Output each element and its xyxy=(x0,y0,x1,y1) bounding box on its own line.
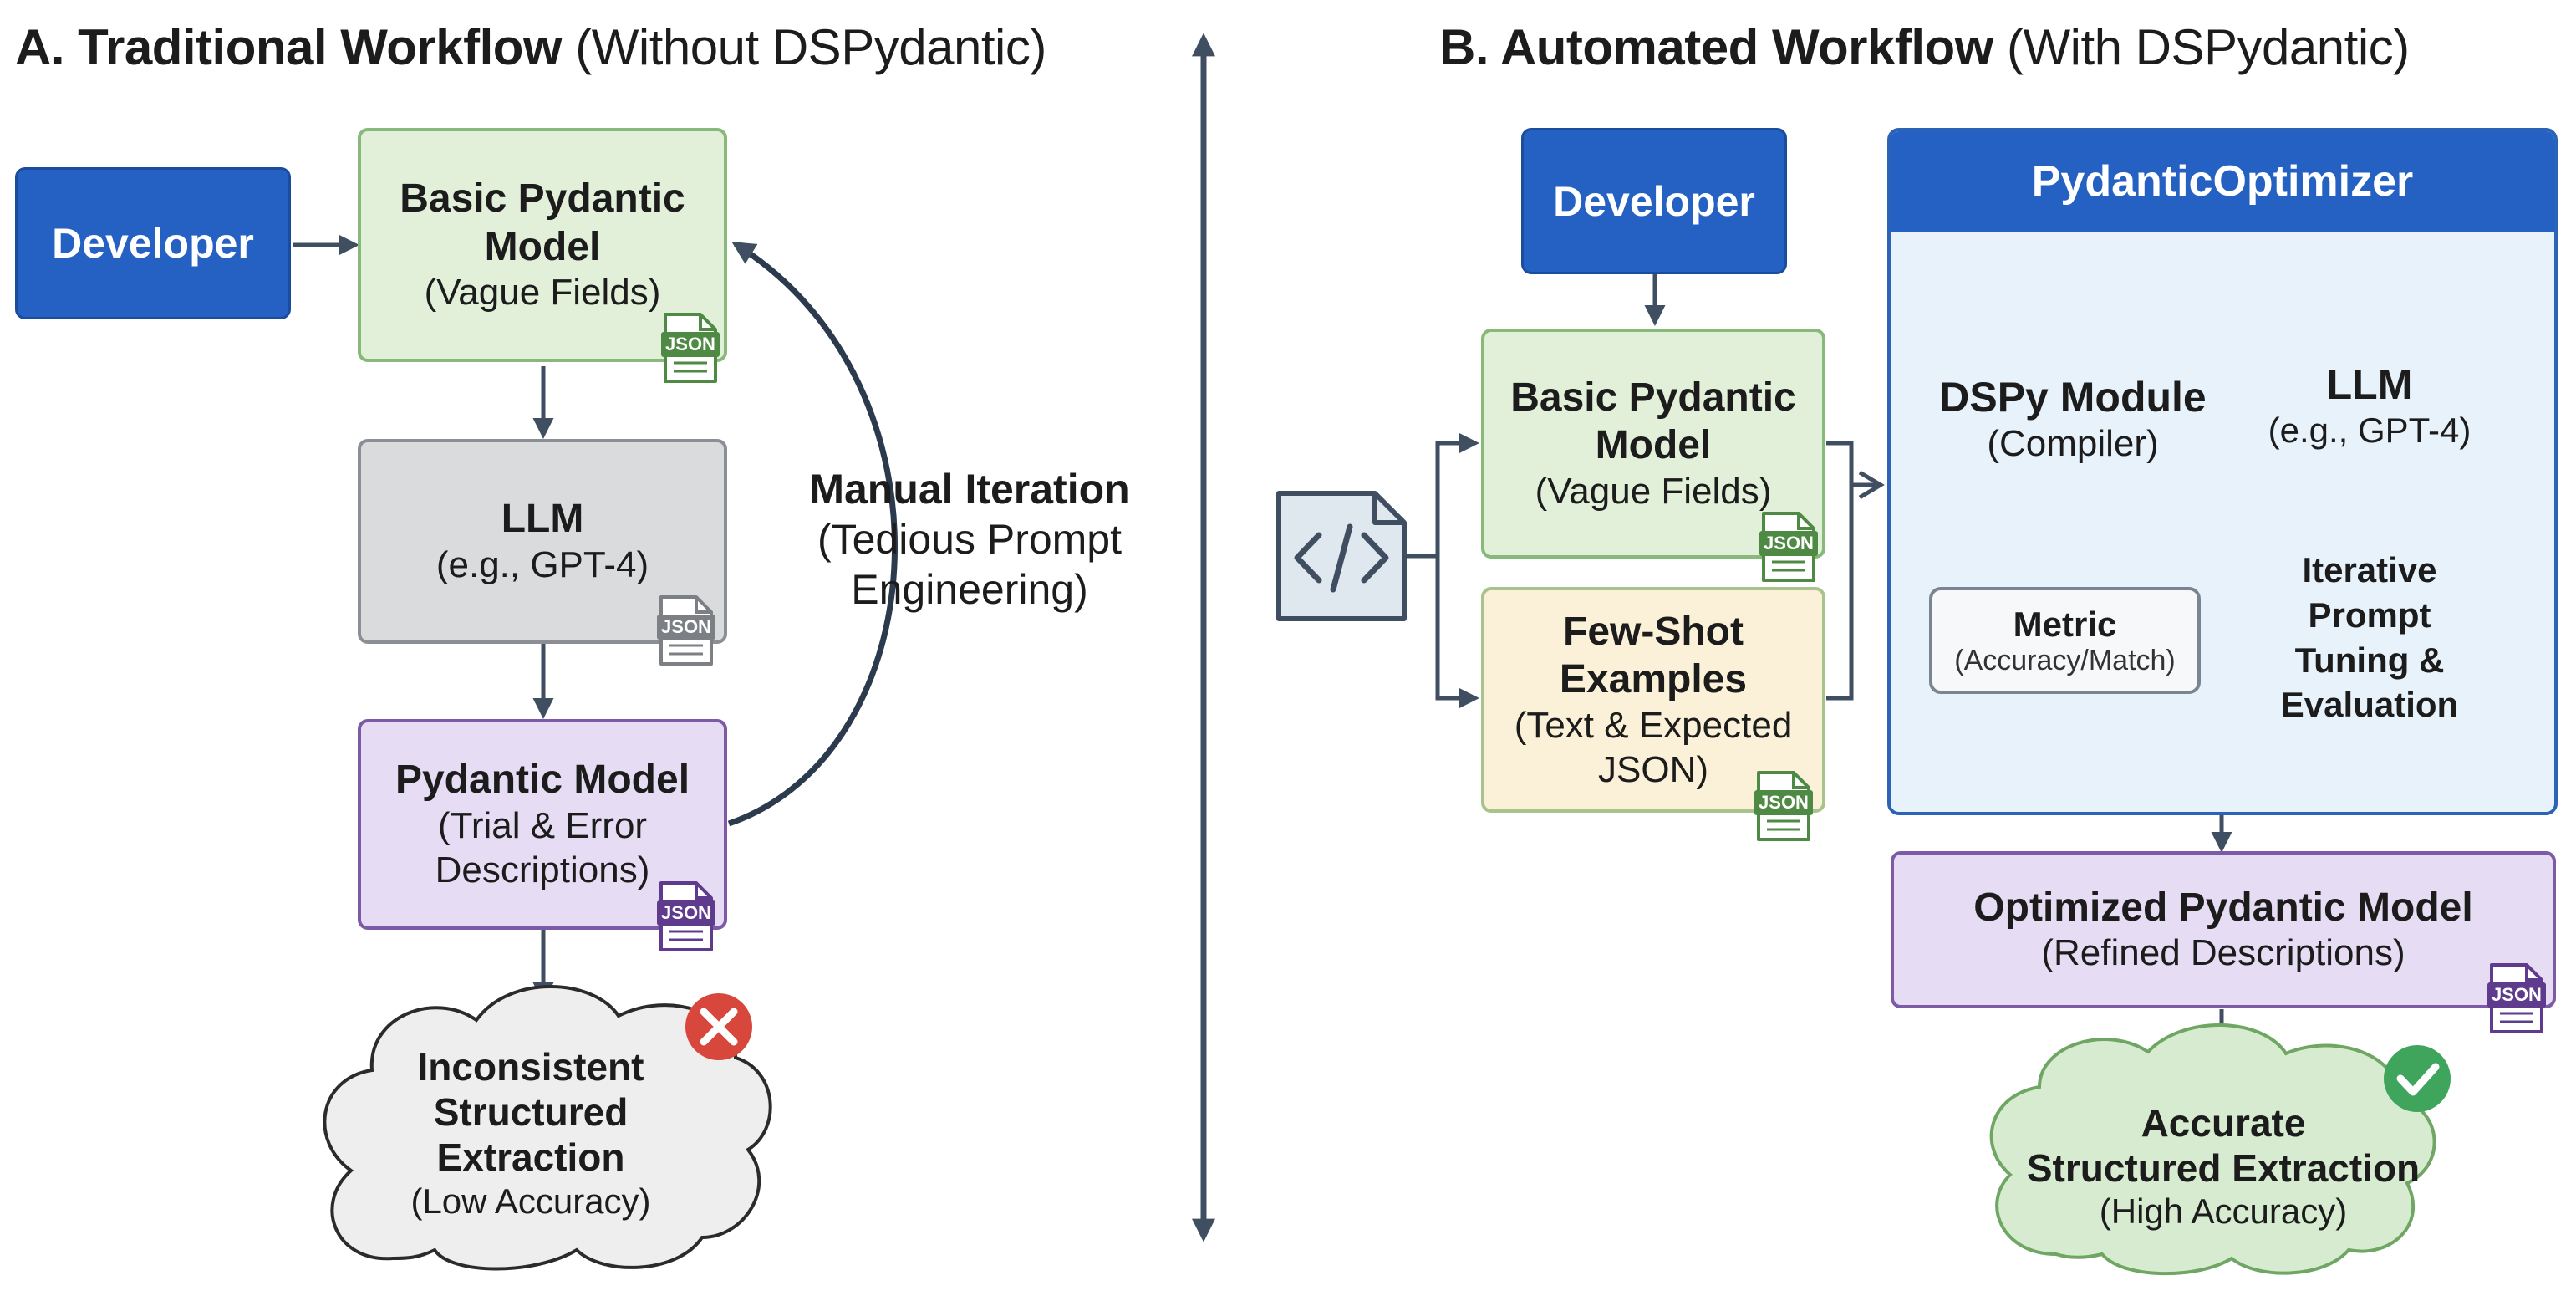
success-check-icon xyxy=(2384,1045,2451,1112)
result-line3: Extraction xyxy=(436,1135,625,1180)
basic-model-title-line2: Model xyxy=(484,224,601,269)
pydantic-model-subtitle-line1: (Trial & Error xyxy=(437,805,648,846)
arrow-code-branch-lower xyxy=(1435,556,1479,709)
json-badge-label: JSON xyxy=(2487,982,2546,1008)
json-badge-label: JSON xyxy=(661,332,720,357)
json-file-icon: JSON xyxy=(656,594,716,667)
dspy-subtitle: (Compiler) xyxy=(1987,423,2159,464)
json-badge-label: JSON xyxy=(657,900,715,926)
result-line2: Structured xyxy=(433,1090,629,1135)
optimizer-llm-title: LLM xyxy=(2326,361,2413,408)
pydantic-model-subtitle-line2: Descriptions) xyxy=(435,849,650,890)
left-title-bold: A. Traditional Workflow xyxy=(15,19,563,75)
manual-iteration-line2: (Tedious Prompt xyxy=(817,516,1123,563)
loop-line3: Tuning & xyxy=(2294,640,2445,680)
right-section-title: B. Automated Workflow (With DSPydantic) xyxy=(1439,18,2410,76)
few-shot-subtitle-line2: JSON) xyxy=(1598,748,1708,790)
developer-label-right: Developer xyxy=(1553,177,1755,225)
manual-iteration-line3: Engineering) xyxy=(851,566,1088,613)
few-shot-subtitle-line1: (Text & Expected xyxy=(1514,704,1793,746)
optimizer-title: PydanticOptimizer xyxy=(2031,157,2414,206)
developer-box-right: Developer xyxy=(1521,128,1787,274)
json-file-icon: JSON xyxy=(1754,769,1814,843)
json-file-icon: JSON xyxy=(660,311,720,385)
json-file-icon: JSON xyxy=(656,880,716,953)
metric-title: Metric xyxy=(2013,604,2117,644)
developer-box: Developer xyxy=(15,167,291,319)
right-result-line2: Structured Extraction xyxy=(2026,1146,2421,1191)
basic-model-right-subtitle: (Vague Fields) xyxy=(1535,470,1772,512)
pydantic-optimizer-panel: PydanticOptimizer xyxy=(1887,128,2558,815)
right-title-normal: (With DSPydantic) xyxy=(2007,19,2410,75)
json-file-icon: JSON xyxy=(2487,962,2547,1035)
metric-box: Metric (Accuracy/Match) xyxy=(1929,587,2201,694)
bracket-arrow-head xyxy=(1858,470,1885,500)
right-result-subtitle: (High Accuracy) xyxy=(2099,1191,2348,1232)
json-badge-label: JSON xyxy=(1759,531,1818,556)
loop-line1: Iterative xyxy=(2302,550,2437,589)
left-title-normal: (Without DSPydantic) xyxy=(575,19,1046,75)
basic-model-title-line1: Basic Pydantic xyxy=(400,176,685,221)
arrow-code-branch xyxy=(1404,432,1479,559)
code-icon xyxy=(1276,491,1407,621)
loop-line4: Evaluation xyxy=(2280,685,2459,725)
basic-pydantic-model-box-right: Basic Pydantic Model (Vague Fields) xyxy=(1481,329,1825,559)
right-title-bold: B. Automated Workflow xyxy=(1439,19,1993,75)
basic-model-right-title-line1: Basic Pydantic xyxy=(1510,375,1796,420)
iterative-tuning-label: Iterative Prompt Tuning & Evaluation xyxy=(2248,548,2491,727)
optimized-model-title: Optimized Pydantic Model xyxy=(1973,885,2473,930)
result-line1: Inconsistent xyxy=(417,1044,644,1089)
basic-model-right-title-line2: Model xyxy=(1595,423,1712,468)
left-section-title: A. Traditional Workflow (Without DSPydan… xyxy=(15,18,1046,76)
accurate-extraction-result: Accurate Structured Extraction (High Acc… xyxy=(1998,1079,2449,1254)
few-shot-title-line1: Few-Shot xyxy=(1563,609,1744,654)
dspy-module-label: DSPy Module (Compiler) xyxy=(1910,372,2236,467)
json-file-icon: JSON xyxy=(1759,510,1819,584)
llm-title: LLM xyxy=(501,497,584,542)
optimizer-header: PydanticOptimizer xyxy=(1891,131,2554,232)
optimized-pydantic-model-box: Optimized Pydantic Model (Refined Descri… xyxy=(1891,851,2556,1008)
manual-iteration-loop-arrow xyxy=(727,242,898,827)
bracket-into-optimizer xyxy=(1826,441,1881,701)
inconsistent-extraction-result: Inconsistent Structured Extraction (Low … xyxy=(334,1028,727,1237)
manual-iteration-label: Manual Iteration (Tedious Prompt Enginee… xyxy=(790,464,1149,615)
optimizer-llm-label: LLM (e.g., GPT-4) xyxy=(2257,360,2482,451)
few-shot-title-line2: Examples xyxy=(1559,657,1748,702)
developer-label: Developer xyxy=(52,220,254,267)
json-badge-label: JSON xyxy=(1754,790,1813,815)
pydantic-model-title: Pydantic Model xyxy=(395,758,690,803)
result-subtitle: (Low Accuracy) xyxy=(410,1181,651,1221)
right-result-line1: Accurate xyxy=(2141,1100,2306,1145)
optimizer-llm-subtitle: (e.g., GPT-4) xyxy=(2268,411,2472,450)
json-badge-label: JSON xyxy=(657,615,715,640)
dspy-title: DSPy Module xyxy=(1939,374,2207,421)
basic-model-subtitle: (Vague Fields) xyxy=(424,272,661,314)
basic-pydantic-model-box: Basic Pydantic Model (Vague Fields) xyxy=(358,128,727,362)
error-x-icon xyxy=(685,993,752,1060)
llm-subtitle: (e.g., GPT-4) xyxy=(435,543,649,585)
optimized-model-subtitle: (Refined Descriptions) xyxy=(2041,932,2405,974)
manual-iteration-title: Manual Iteration xyxy=(809,466,1130,513)
loop-line2: Prompt xyxy=(2308,594,2431,635)
metric-subtitle: (Accuracy/Match) xyxy=(1954,644,2176,676)
